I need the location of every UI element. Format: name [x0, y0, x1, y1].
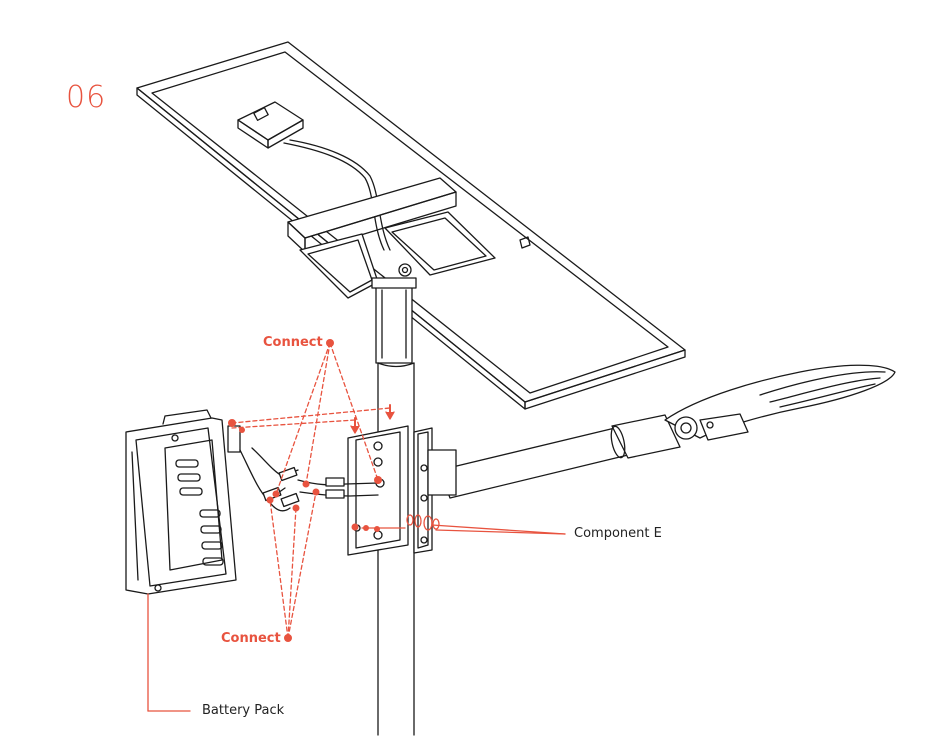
junction-box	[237, 101, 391, 251]
battery-pack-label: Battery Pack	[202, 703, 285, 718]
pole-clamp	[347, 425, 457, 556]
connection-markers	[147, 342, 566, 712]
battery-pack	[125, 409, 241, 595]
panel-bracket	[287, 177, 496, 299]
component-e-label: Component E	[574, 526, 662, 541]
led-head	[664, 364, 896, 441]
connect-label-bottom: Connect	[221, 631, 281, 646]
step-number: 06	[66, 80, 107, 115]
light-arm	[439, 414, 681, 499]
marker-dots	[228, 339, 382, 642]
connect-label-top: Connect	[263, 335, 323, 350]
pole-sleeve	[371, 277, 417, 364]
